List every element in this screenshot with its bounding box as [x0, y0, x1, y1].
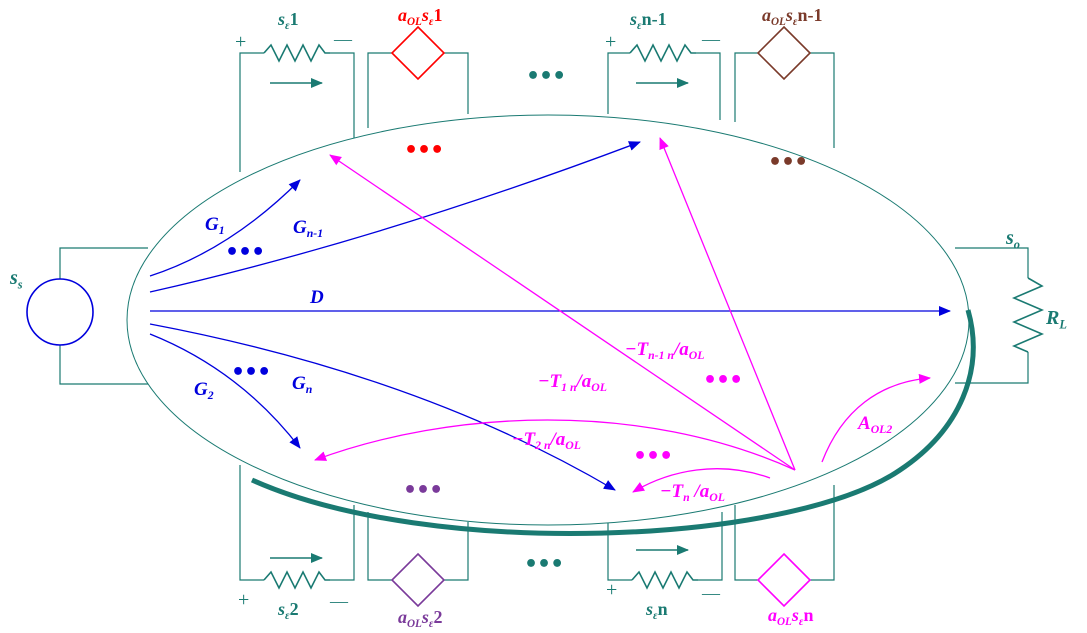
forward-paths [149, 141, 951, 491]
forward-gn-1-label: Gn-1 [293, 217, 324, 241]
forward-g2-label: G2 [194, 379, 214, 403]
path-a-ol2 [821, 373, 931, 463]
bottom-resistor-n-label: sεn [646, 599, 668, 622]
top-resistor-n-1-plus: + [605, 31, 617, 53]
top-dependent-n-1-label: aOLsεn-1 [762, 5, 823, 28]
path-t-n [632, 468, 771, 493]
ellipsis-feedback-lower: ••• [633, 444, 673, 469]
feedback-t-n-1-n-label: −Tn-1 n/aOL [625, 339, 705, 363]
dependent-source-top-1 [390, 25, 446, 81]
ellipsis-red: ••• [404, 138, 444, 163]
network-body-shadow [250, 309, 976, 536]
top-resistor-n-1-label: sεn-1 [630, 9, 667, 32]
resistor-top-n-1 [629, 43, 696, 63]
feedback-t-n-label: −Tn /aOL [660, 481, 725, 505]
feedback-t-2-n-label: −T2 n/aOL [512, 429, 581, 453]
load-resistor [1011, 277, 1045, 353]
forward-gn-label: Gn [292, 373, 313, 397]
bottom-resistor-n-plus: + [606, 579, 618, 601]
ellipsis-forward-lower: ••• [231, 360, 271, 385]
path-g2 [149, 333, 301, 449]
path-g1 [149, 179, 301, 277]
bottom-resistor-2-minus: — [330, 591, 348, 611]
ellipsis-purple: ••• [403, 478, 443, 503]
dependent-source-top-n-1 [756, 25, 812, 81]
forward-d-label: D [310, 287, 324, 308]
path-t-2-n [314, 419, 796, 471]
source-label: ss [10, 267, 23, 292]
bottom-resistor-2-label: sε2 [278, 599, 299, 622]
current-direction-arrows [270, 78, 689, 563]
feedback-a-ol2-label: AOL2 [858, 413, 893, 437]
top-dependent-1-label: aOLsε1 [398, 5, 443, 28]
path-t-n-1-n [659, 137, 796, 471]
resistor-bottom-2 [263, 570, 330, 590]
network-body [126, 114, 970, 526]
ellipsis-brown: ••• [768, 150, 808, 175]
bottom-dependent-n-label: aOLsεn [768, 605, 814, 628]
top-resistor-1-plus: + [235, 31, 247, 53]
load-label: RL [1046, 307, 1067, 332]
feedback-paths [314, 137, 931, 493]
bottom-resistor-n-minus: — [702, 583, 720, 603]
dependent-source-bottom-n [756, 552, 812, 608]
path-gn [149, 323, 616, 491]
circuit-wiring [59, 52, 1029, 581]
signal-source [26, 278, 94, 346]
ellipsis-forward-upper: ••• [225, 240, 265, 265]
resistor-bottom-n [631, 570, 698, 590]
feedback-t-1-n-label: −T1 n/aOL [538, 371, 607, 395]
ellipsis-bottom-middle: ••• [524, 552, 564, 577]
bottom-resistor-2-plus: + [238, 589, 250, 611]
forward-g1-label: G1 [205, 214, 225, 238]
top-resistor-1-label: sε1 [278, 9, 299, 32]
path-gn-1 [149, 141, 641, 293]
ellipsis-feedback-upper: ••• [703, 368, 743, 393]
top-resistor-1-minus: — [334, 29, 352, 49]
output-label: so [1006, 227, 1020, 252]
ellipsis-top-middle: ••• [526, 64, 566, 89]
bottom-dependent-2-label: aOLsε2 [398, 607, 443, 630]
dependent-source-bottom-2 [390, 552, 446, 608]
path-t-1-n [329, 154, 796, 471]
resistor-top-1 [263, 43, 330, 63]
top-resistor-n-1-minus: — [702, 29, 720, 49]
